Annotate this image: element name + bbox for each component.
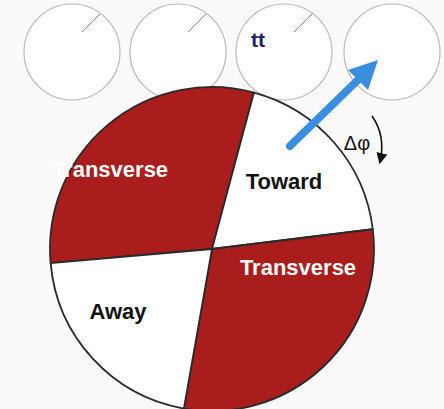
- small-circle: [24, 4, 120, 100]
- region-sector: Toward: [210, 90, 375, 251]
- particle-label: tt: [249, 28, 267, 51]
- sector-wedge: [212, 93, 373, 249]
- small-circle: [344, 4, 440, 100]
- region-label: Transverse: [52, 158, 168, 182]
- arrow-head: [348, 60, 378, 90]
- small-circle: [130, 4, 226, 100]
- region-label: Toward: [246, 170, 323, 194]
- small-arrow: [82, 14, 100, 32]
- sector-wedge: [184, 229, 374, 409]
- small-arrows: [82, 14, 312, 32]
- sector-wedge: [51, 249, 212, 409]
- small-arrow: [294, 14, 312, 32]
- small-arrow: [188, 14, 206, 32]
- region-label: Away: [89, 300, 146, 324]
- angle-label: Δφ: [342, 132, 372, 154]
- region-sector: Away: [48, 247, 214, 409]
- angle-arrow: [372, 116, 382, 162]
- sector-shape: [48, 247, 214, 409]
- small-circles: [24, 4, 440, 100]
- small-circle: [236, 4, 332, 100]
- region-label: Transverse: [240, 256, 356, 280]
